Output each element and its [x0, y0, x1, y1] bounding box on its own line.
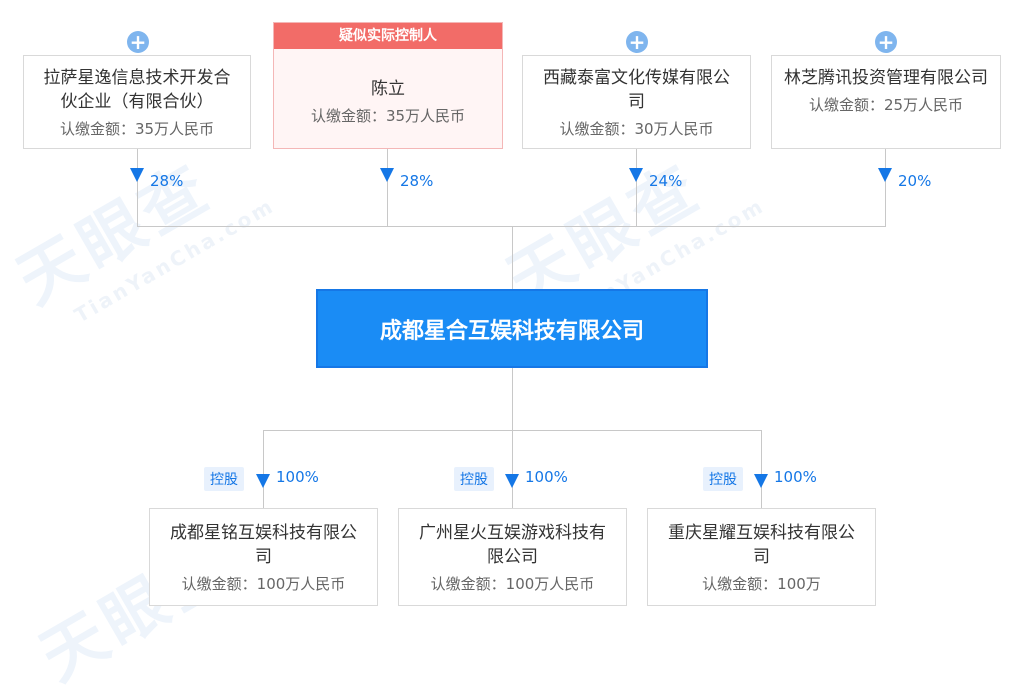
shareholder-node[interactable]: 林芝腾讯投资管理有限公司 认缴金额：25万人民币 — [771, 55, 1001, 149]
share-percent: 20% — [898, 172, 932, 190]
connector-line — [512, 368, 513, 508]
connector-line — [387, 148, 388, 227]
share-percent: 100% — [276, 468, 319, 486]
expand-plus-icon[interactable]: + — [626, 31, 648, 53]
shareholder-name: 陈立 — [371, 79, 405, 99]
arrow-down-icon — [256, 474, 270, 488]
connector-line — [137, 226, 886, 227]
holding-tag: 控股 — [703, 467, 743, 491]
subsidiary-name: 重庆星耀互娱科技有限公司 — [668, 523, 855, 567]
share-percent: 28% — [150, 172, 184, 190]
shareholder-name: 拉萨星逸信息技术开发合伙企业（有限合伙） — [43, 68, 231, 112]
shareholder-name: 西藏泰富文化传媒有限公司 — [543, 68, 730, 112]
controller-tag: 疑似实际控制人 — [274, 23, 502, 49]
subsidiary-capital: 认缴金额：100万人民币 — [430, 575, 595, 593]
subsidiary-name: 成都星铭互娱科技有限公司 — [170, 523, 357, 567]
holding-tag: 控股 — [454, 467, 494, 491]
shareholder-capital: 认缴金额：35万人民币 — [310, 107, 466, 125]
connector-line — [512, 226, 513, 289]
shareholder-node[interactable]: 西藏泰富文化传媒有限公司 认缴金额：30万人民币 — [522, 55, 751, 149]
subsidiary-node[interactable]: 成都星铭互娱科技有限公司 认缴金额：100万人民币 — [149, 508, 378, 606]
arrow-down-icon — [629, 168, 643, 182]
connector-line — [885, 148, 886, 227]
arrow-down-icon — [130, 168, 144, 182]
arrow-down-icon — [380, 168, 394, 182]
subsidiary-name: 广州星火互娱游戏科技有限公司 — [419, 523, 606, 567]
shareholder-capital: 认缴金额：35万人民币 — [59, 120, 215, 138]
arrow-down-icon — [878, 168, 892, 182]
shareholder-capital: 认缴金额：25万人民币 — [808, 96, 964, 114]
subsidiary-capital: 认缴金额：100万 — [702, 575, 821, 593]
share-percent: 24% — [649, 172, 683, 190]
connector-line — [263, 430, 264, 508]
company-name: 成都星合互娱科技有限公司 — [379, 318, 644, 344]
connector-line — [636, 148, 637, 227]
holding-tag: 控股 — [204, 467, 244, 491]
shareholder-capital: 认缴金额：30万人民币 — [559, 120, 714, 138]
shareholder-node[interactable]: 拉萨星逸信息技术开发合伙企业（有限合伙） 认缴金额：35万人民币 — [23, 55, 251, 149]
connector-line — [761, 430, 762, 508]
arrow-down-icon — [754, 474, 768, 488]
share-percent: 28% — [400, 172, 434, 190]
shareholder-node-controller[interactable]: 疑似实际控制人 陈立 认缴金额：35万人民币 — [273, 22, 503, 149]
subsidiary-node[interactable]: 重庆星耀互娱科技有限公司 认缴金额：100万 — [647, 508, 876, 606]
share-percent: 100% — [774, 468, 817, 486]
expand-plus-icon[interactable]: + — [875, 31, 897, 53]
connector-line — [137, 148, 138, 227]
company-node[interactable]: 成都星合互娱科技有限公司 — [316, 289, 708, 368]
share-percent: 100% — [525, 468, 568, 486]
expand-plus-icon[interactable]: + — [127, 31, 149, 53]
arrow-down-icon — [505, 474, 519, 488]
shareholder-name: 林芝腾讯投资管理有限公司 — [784, 68, 988, 88]
subsidiary-capital: 认缴金额：100万人民币 — [181, 575, 346, 593]
subsidiary-node[interactable]: 广州星火互娱游戏科技有限公司 认缴金额：100万人民币 — [398, 508, 627, 606]
connector-line — [263, 430, 761, 431]
